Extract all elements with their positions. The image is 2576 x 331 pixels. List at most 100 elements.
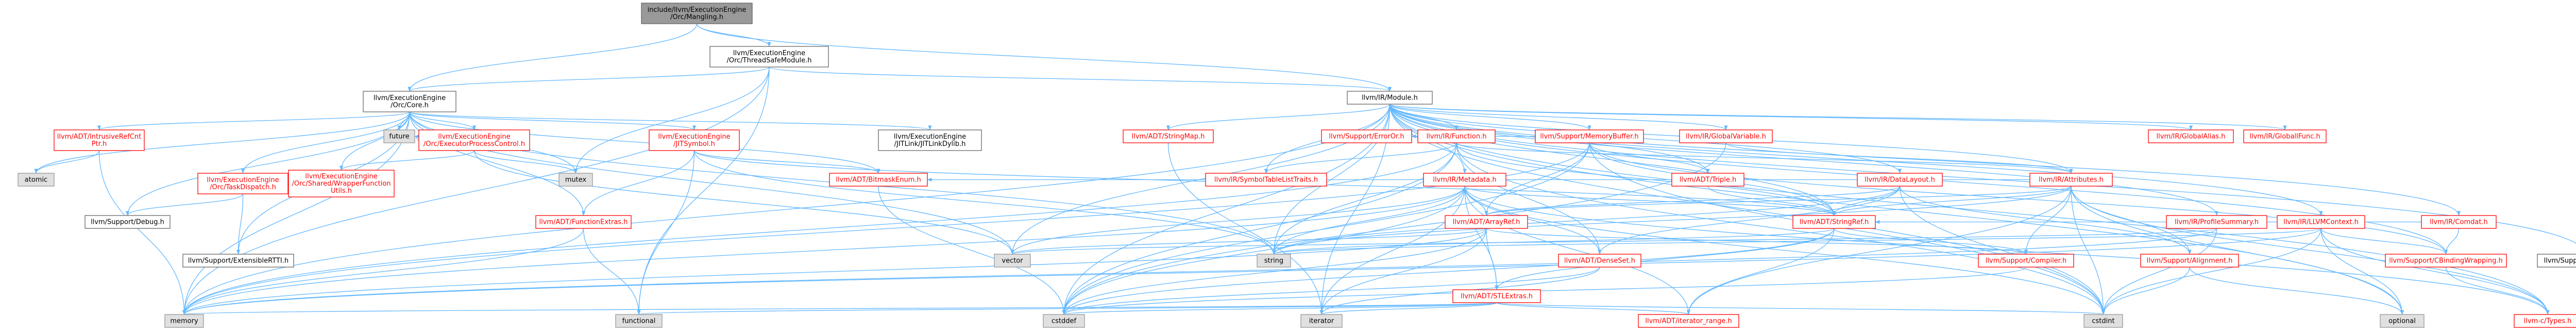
node-datalayout[interactable]: llvm/IR/DataLayout.h <box>1857 173 1943 187</box>
edge-arrayref-to-supportcompiler <box>1486 228 2028 255</box>
node-label: llvm/ExecutionEngine <box>305 173 377 180</box>
node-label: llvm-c/Types.h <box>2524 318 2572 325</box>
node-codegen[interactable]: llvm/Support/CodeGen.h <box>2537 254 2576 268</box>
edge-orccore-to-executorprocesscontrol <box>409 111 477 130</box>
node-ircomdat[interactable]: llvm/IR/Comdat.h <box>2421 215 2497 229</box>
node-label: llvm/ExecutionEngine <box>658 133 730 141</box>
node-executorprocesscontrol[interactable]: llvm/ExecutionEngine/Orc/ExecutorProcess… <box>418 129 530 151</box>
node-irmodule[interactable]: llvm/IR/Module.h <box>1347 91 1433 105</box>
node-label: Ptr.h <box>92 140 107 148</box>
node-box <box>164 314 204 328</box>
node-label: vector <box>1002 257 1023 265</box>
node-globalalias[interactable]: llvm/IR/GlobalAlias.h <box>2148 129 2234 143</box>
edge-llvmcontext-to-string <box>1272 228 2321 255</box>
node-bitmaskenum[interactable]: llvm/ADT/BitmaskEnum.h <box>829 173 928 187</box>
node-label: llvm/ADT/FunctionExtras.h <box>539 219 628 226</box>
node-label: llvm/ADT/BitmaskEnum.h <box>836 176 921 184</box>
node-label: llvm/IR/ProfileSummary.h <box>2175 219 2259 226</box>
edge-llvmcontext-to-ctypes <box>2320 228 2550 315</box>
node-layer: include/llvm/ExecutionEngine/Orc/Manglin… <box>18 3 2576 328</box>
node-llvmcontext[interactable]: llvm/IR/LLVMContext.h <box>2277 215 2365 229</box>
node-threadsafemodule[interactable]: llvm/ExecutionEngine/Orc/ThreadSafeModul… <box>709 46 829 68</box>
node-wrapperfunctionutils[interactable]: llvm/ExecutionEngine/Orc/Shared/WrapperF… <box>288 170 395 197</box>
edge-stringref-to-stlextras <box>1495 228 1835 290</box>
node-arrayref[interactable]: llvm/ADT/ArrayRef.h <box>1445 215 1528 229</box>
edge-datalayout-to-string <box>1272 186 1901 255</box>
node-box <box>2277 215 2365 229</box>
edge-root-to-irmodule <box>696 23 1392 92</box>
edge-functionextras-to-memory <box>182 228 584 315</box>
edge-irattributes-to-iteratorrange <box>1686 186 2072 315</box>
edge-taskdispatch-to-supportdebug <box>125 193 244 216</box>
node-box <box>383 129 415 143</box>
node-label: llvm/ADT/StringRef.h <box>1800 219 1869 226</box>
node-densemap[interactable]: llvm/ADT/DenseSet.h <box>1558 254 1641 268</box>
node-box <box>649 129 740 151</box>
node-label: include/llvm/ExecutionEngine <box>648 6 747 14</box>
node-supportalignment[interactable]: llvm/Support/Alignment.h <box>2140 254 2239 268</box>
node-irattributes[interactable]: llvm/IR/Attributes.h <box>2029 173 2113 187</box>
node-box <box>1300 314 1343 328</box>
node-taskdispatch[interactable]: llvm/ExecutionEngine/Orc/TaskDispatch.h <box>197 173 289 194</box>
node-globalvariable[interactable]: llvm/IR/GlobalVariable.h <box>1679 129 1773 143</box>
node-label: llvm/ADT/DenseSet.h <box>1564 257 1635 265</box>
node-irfunction[interactable]: llvm/IR/Function.h <box>1417 129 1496 143</box>
edge-stlextras-to-functional <box>637 302 1497 315</box>
node-irmetadata[interactable]: llvm/IR/Metadata.h <box>1423 173 1506 187</box>
edge-llvmcontext-to-optional <box>2320 228 2404 315</box>
edge-stringref-to-cstddef <box>1062 228 1835 315</box>
node-globalifunc[interactable]: llvm/IR/GlobalIFunc.h <box>2243 129 2327 143</box>
edge-datalayout-to-arrayref <box>1484 186 1901 216</box>
node-functionextras[interactable]: llvm/ADT/FunctionExtras.h <box>535 215 632 229</box>
node-label: /Orc/ThreadSafeModule.h <box>726 57 811 64</box>
node-supportdebug[interactable]: llvm/Support/Debug.h <box>84 215 171 229</box>
edge-orccore-to-jitlinkdylib <box>409 111 932 130</box>
node-iteratorrange[interactable]: llvm/ADT/iterator_range.h <box>1638 314 1739 328</box>
node-box <box>54 129 145 151</box>
edge-irfunction-to-cstdint <box>1456 142 2106 315</box>
node-stlextras[interactable]: llvm/ADT/STLExtras.h <box>1452 289 1541 303</box>
edge-layer <box>34 23 2576 315</box>
node-box <box>1445 215 1528 229</box>
node-adttriple[interactable]: llvm/ADT/Triple.h <box>1671 173 1744 187</box>
edge-jitsymbol-to-string <box>693 150 1276 255</box>
node-profilesummary[interactable]: llvm/IR/ProfileSummary.h <box>2166 215 2267 229</box>
node-extensiblertti[interactable]: llvm/Support/ExtensibleRTTI.h <box>182 254 294 268</box>
edge-densemap-to-cstddef <box>1062 267 1600 315</box>
node-supporterroror[interactable]: llvm/Support/ErrorOr.h <box>1321 129 1412 143</box>
node-box <box>1978 254 2074 268</box>
node-orccore[interactable]: llvm/ExecutionEngine/Orc/Core.h <box>363 91 456 112</box>
edge-irmetadata-to-densemap <box>1464 186 1602 255</box>
node-box <box>2421 215 2497 229</box>
edge-irmodule-to-ircomdat <box>1389 104 2461 216</box>
edge-irmodule-to-ctypes <box>1389 104 2550 315</box>
node-box <box>1123 129 1214 143</box>
node-box <box>2083 314 2123 328</box>
node-label: llvm/Support/Compiler.h <box>1986 257 2066 265</box>
node-jitsymbol[interactable]: llvm/ExecutionEngine/JITSymbol.h <box>649 129 740 151</box>
node-mutex: mutex <box>558 173 593 187</box>
edge-llvmcontext-to-cbindingwrapping <box>2320 228 2448 255</box>
node-supportcompiler[interactable]: llvm/Support/Compiler.h <box>1978 254 2074 268</box>
node-label: llvm/Support/CBindingWrapping.h <box>2389 257 2503 265</box>
node-box <box>1257 254 1291 268</box>
edge-root-to-threadsafemodule <box>696 23 771 47</box>
node-memorybuffer[interactable]: llvm/Support/MemoryBuffer.h <box>1535 129 1644 143</box>
edge-executorprocesscontrol-to-vector <box>473 150 1014 255</box>
node-label: llvm/IR/Function.h <box>1427 133 1487 141</box>
node-label: llvm/IR/DataLayout.h <box>1865 176 1935 184</box>
node-stringref[interactable]: llvm/ADT/StringRef.h <box>1792 215 1876 229</box>
edge-stlextras-to-cstdint <box>1496 302 2105 315</box>
edge-stringmap-to-iterator <box>1167 142 1324 315</box>
node-stringmap[interactable]: llvm/ADT/StringMap.h <box>1123 129 1214 143</box>
node-box <box>1535 129 1644 143</box>
edge-executorprocesscontrol-to-mutex <box>473 150 578 174</box>
edge-stlextras-to-memory <box>183 302 1497 315</box>
node-symboltablelisttraits[interactable]: llvm/IR/SymbolTableListTraits.h <box>1205 173 1327 187</box>
node-jitlinkdylib[interactable]: llvm/ExecutionEngine/JITLink/JITLinkDyli… <box>878 129 982 151</box>
node-ctypes[interactable]: llvm-c/Types.h <box>2514 314 2576 328</box>
node-cbindingwrapping[interactable]: llvm/Support/CBindingWrapping.h <box>2385 254 2507 268</box>
edge-orccore-to-wrapperfunctionutils <box>339 111 410 171</box>
node-label: cstddef <box>1052 318 1077 325</box>
